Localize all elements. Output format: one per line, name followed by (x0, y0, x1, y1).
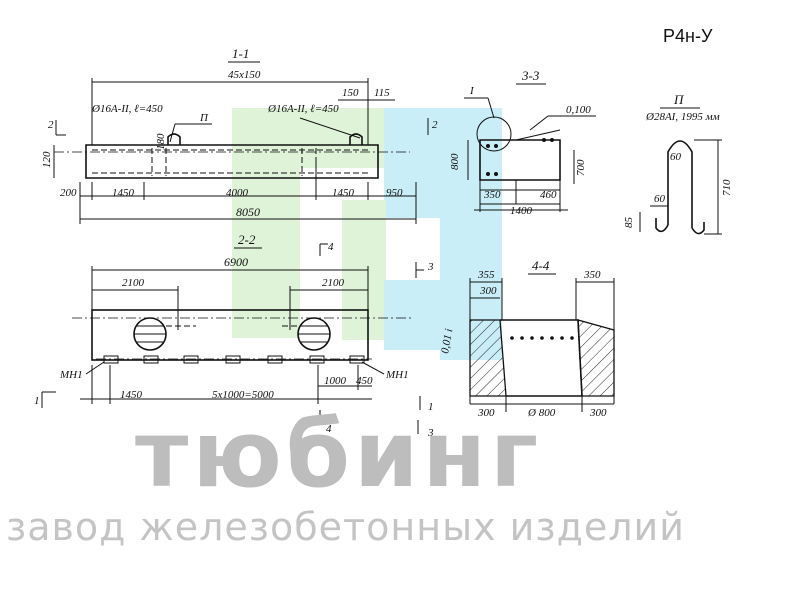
dim-700: 700 (575, 159, 587, 176)
dim-1400: 1400 (510, 205, 533, 217)
dim-pitch: 5х1000=5000 (212, 389, 274, 401)
slope-0-100: 0,100 (566, 104, 591, 116)
dim-total-8050: 8050 (236, 205, 260, 219)
rebar-right-label: Ø16А-II, ℓ=450 (267, 103, 339, 115)
dim-1450-left: 1450 (112, 187, 135, 199)
dim-6900: 6900 (224, 255, 248, 269)
dim-350-right: 350 (583, 269, 601, 281)
brand-tagline: завод железобетонных изделий (6, 505, 685, 549)
dim-300-right: 300 (589, 407, 607, 419)
dim-950: 950 (386, 187, 403, 199)
dim-200: 200 (60, 187, 77, 199)
dim-355: 355 (477, 269, 495, 281)
section-4-4: 4-4 355 300 350 0,01 i 300 Ø 800 300 (439, 258, 615, 419)
node-mark-I: I (469, 85, 475, 97)
dim-450: 450 (356, 375, 373, 387)
dim-d800: Ø 800 (527, 407, 556, 419)
slope-0-01: 0,01 i (439, 328, 455, 355)
dim-300-left: 300 (477, 407, 495, 419)
detail-II: П Ø28АI, 1995 мм 60 60 85 710 (623, 92, 733, 235)
dim-460: 460 (540, 189, 557, 201)
product-code: Р4н-У (663, 26, 713, 46)
dim-120: 120 (41, 151, 53, 168)
plate-label-right: МН1 (385, 369, 409, 381)
dim-4000: 4000 (226, 187, 249, 199)
section-2-2-title: 2-2 (238, 232, 256, 247)
dim-800: 800 (449, 153, 461, 170)
cut-mark-4-bottom: 4 (326, 423, 332, 435)
mark-II: П (199, 112, 209, 124)
dim-150: 150 (342, 87, 359, 99)
dim-2100-left: 2100 (122, 277, 145, 289)
section-4-4-title: 4-4 (532, 258, 550, 273)
cut-mark-2-right: 2 (432, 119, 438, 131)
dim-60-top: 60 (670, 151, 682, 163)
dim-2100-right: 2100 (322, 277, 345, 289)
cut-mark-3-top: 3 (427, 261, 434, 273)
section-3-3-title: 3-3 (521, 68, 540, 83)
embedded-plates (96, 355, 372, 364)
plate-label-left: МН1 (59, 369, 83, 381)
section-1-1: 1-1 45х150 150 115 Ø16А-II, ℓ=450 Ø16А-I… (41, 46, 438, 224)
dim-1000: 1000 (324, 375, 347, 387)
section-1-1-title: 1-1 (232, 46, 249, 61)
dim-300-top: 300 (479, 285, 497, 297)
cut-mark-3-bottom: 3 (427, 427, 434, 439)
rebar-left-label: Ø16А-II, ℓ=450 (91, 103, 163, 115)
dim-180: 180 (155, 133, 167, 150)
dim-60-mid: 60 (654, 193, 666, 205)
cut-mark-1-right: 1 (428, 401, 434, 413)
brand-name: тюбинг (135, 401, 542, 508)
dim-115: 115 (374, 87, 390, 99)
dim-710: 710 (721, 179, 733, 196)
cut-mark-1-left: 1 (34, 395, 40, 407)
section-2-2: 2-2 6900 2100 2100 (34, 232, 434, 439)
dim-top-span: 45х150 (228, 69, 261, 81)
dim-1450: 1450 (120, 389, 143, 401)
dim-1450-right: 1450 (332, 187, 355, 199)
section-3-3: 3-3 I 0,100 800 700 350 460 1400 (449, 68, 596, 217)
detail-II-title: П (673, 92, 685, 107)
dim-350: 350 (483, 189, 501, 201)
dim-85: 85 (623, 217, 635, 229)
cut-mark-2-left: 2 (48, 119, 54, 131)
cut-mark-4-top: 4 (328, 241, 334, 253)
detail-II-spec: Ø28АI, 1995 мм (645, 111, 720, 123)
